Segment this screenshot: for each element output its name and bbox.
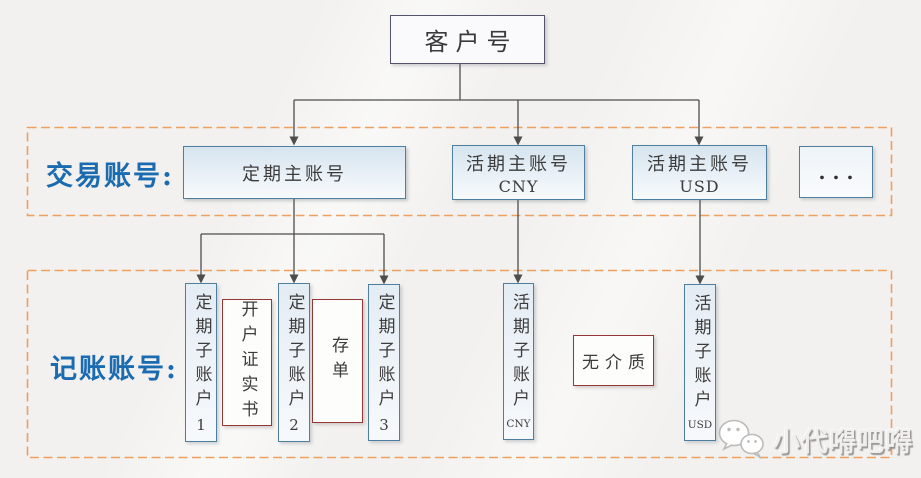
current-sub-account-usd-label: 活期子账户 bbox=[690, 294, 711, 415]
current-main-account-cny-currency: CNY bbox=[498, 176, 539, 196]
fixed-term-sub-account-2-label: 定期子账户 bbox=[284, 292, 305, 413]
current-main-account-cny-box: 活期主账号 CNY bbox=[452, 145, 585, 200]
fixed-term-sub-account-3-box: 定期子账户 3 bbox=[368, 284, 400, 441]
fixed-term-sub-account-2-number: 2 bbox=[289, 415, 299, 434]
fixed-term-sub-account-1-label: 定期子账户 bbox=[191, 292, 212, 413]
customer-number-box: 客户号 bbox=[390, 15, 545, 64]
customer-number-label: 客户号 bbox=[424, 28, 518, 56]
deposit-receipt-box: 存单 bbox=[312, 299, 363, 423]
current-sub-account-cny-currency: CNY bbox=[506, 418, 531, 431]
watermark-text: 小代嘚吧嘚 bbox=[773, 426, 913, 458]
current-main-account-cny-label: 活期主账号 bbox=[466, 153, 571, 175]
current-sub-account-usd-box: 活期子账户 USD bbox=[684, 284, 716, 441]
account-opening-certificate-label: 开户证实书 bbox=[237, 300, 258, 425]
current-main-account-usd-currency: USD bbox=[679, 176, 720, 196]
no-medium-box: 无介质 bbox=[573, 335, 654, 386]
fixed-term-sub-account-1-number: 1 bbox=[196, 415, 206, 434]
account-opening-certificate-box: 开户证实书 bbox=[222, 299, 272, 426]
arrowheads bbox=[196, 136, 705, 285]
watermark: 小代嘚吧嘚 bbox=[717, 418, 913, 460]
current-main-account-usd-label: 活期主账号 bbox=[647, 153, 752, 175]
current-sub-account-cny-box: 活期子账户 CNY bbox=[503, 283, 534, 440]
current-sub-account-usd-currency: USD bbox=[687, 419, 713, 432]
wechat-bubbles-icon bbox=[718, 419, 764, 460]
transaction-row-label: 交易账号: bbox=[46, 161, 174, 192]
current-sub-account-cny-label: 活期子账户 bbox=[509, 293, 529, 414]
more-accounts-box: ... bbox=[799, 146, 873, 198]
booking-row-label: 记账账号: bbox=[50, 354, 178, 385]
current-main-account-usd-box: 活期主账号 USD bbox=[632, 145, 767, 200]
fixed-term-sub-account-3-number: 3 bbox=[379, 415, 389, 434]
transaction-row-dashed-container bbox=[26, 126, 893, 217]
fixed-term-main-account-box: 定期主账号 bbox=[183, 146, 406, 199]
fixed-term-sub-account-3-label: 定期子账户 bbox=[374, 292, 395, 413]
fixed-term-sub-account-2-box: 定期子账户 2 bbox=[278, 283, 310, 442]
booking-row-dashed-container bbox=[26, 269, 893, 459]
fixed-term-sub-account-1-box: 定期子账户 1 bbox=[185, 283, 217, 442]
deposit-receipt-label: 存单 bbox=[328, 336, 348, 386]
fixed-term-main-account-label: 定期主账号 bbox=[242, 163, 347, 185]
no-medium-label: 无介质 bbox=[582, 353, 651, 373]
more-accounts-ellipsis: ... bbox=[818, 160, 861, 184]
connector-lines bbox=[200, 64, 701, 276]
